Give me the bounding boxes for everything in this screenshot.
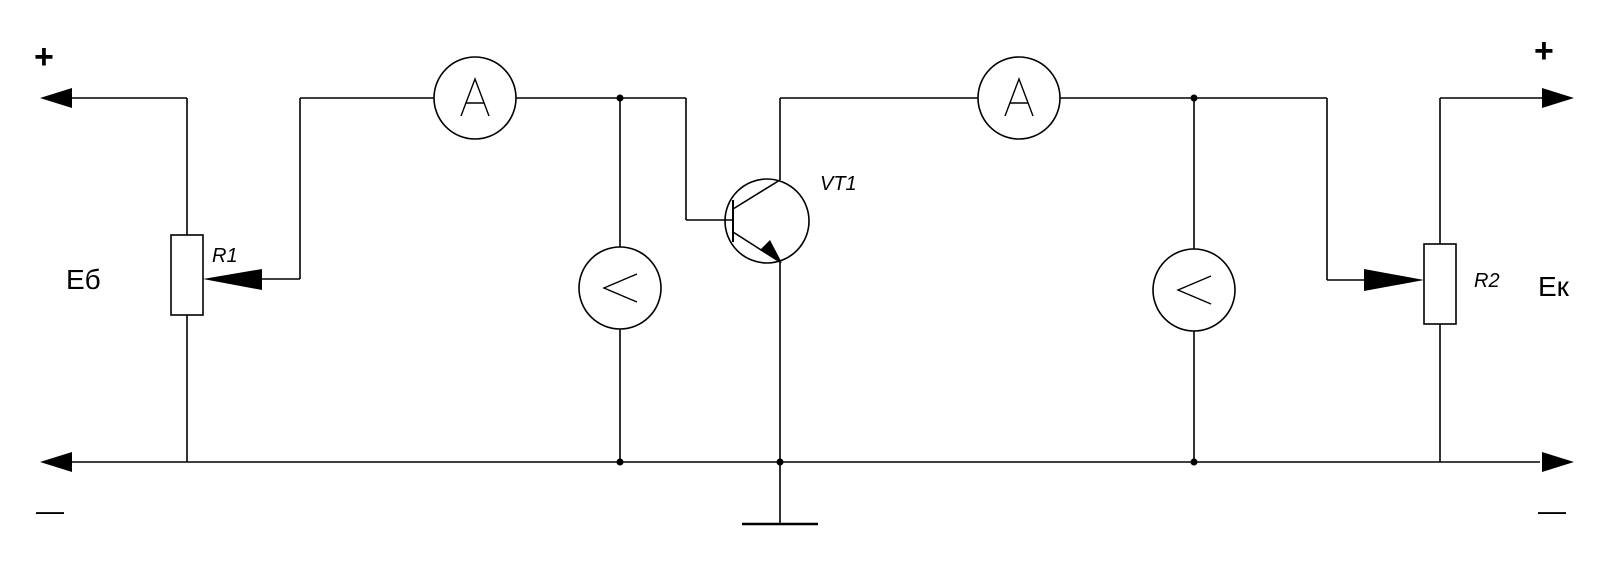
voltmeter-collector	[1152, 98, 1236, 462]
junction-dot	[1190, 458, 1198, 466]
vt1-label: VT1	[820, 173, 857, 195]
r1-label: R1	[212, 245, 238, 267]
right-minus-terminal	[1542, 452, 1574, 472]
r2-wiper-arrow	[1326, 98, 1424, 291]
junction-dot	[616, 458, 624, 466]
potentiometer-r1	[170, 98, 204, 462]
voltmeter-base	[578, 98, 662, 462]
left-minus-label: —	[36, 495, 64, 526]
transistor-vt1	[685, 98, 810, 524]
source-ek-label: Eк	[1538, 271, 1570, 302]
r1-wiper-arrow	[203, 97, 434, 290]
junction-dot	[1190, 94, 1198, 102]
potentiometer-r2	[1423, 98, 1457, 462]
left-minus-terminal	[40, 452, 1540, 472]
left-plus-terminal	[40, 88, 187, 108]
right-plus-terminal	[1440, 88, 1574, 108]
junction-dot	[776, 458, 784, 466]
right-minus-label: —	[1538, 495, 1566, 526]
ammeter-collector	[977, 56, 1061, 140]
r2-label: R2	[1474, 270, 1500, 292]
ammeter-base	[433, 56, 517, 140]
source-eb-label: Eб	[66, 264, 101, 295]
right-plus-label: +	[1534, 32, 1554, 70]
left-plus-label: +	[34, 38, 54, 76]
junction-dot	[616, 94, 624, 102]
